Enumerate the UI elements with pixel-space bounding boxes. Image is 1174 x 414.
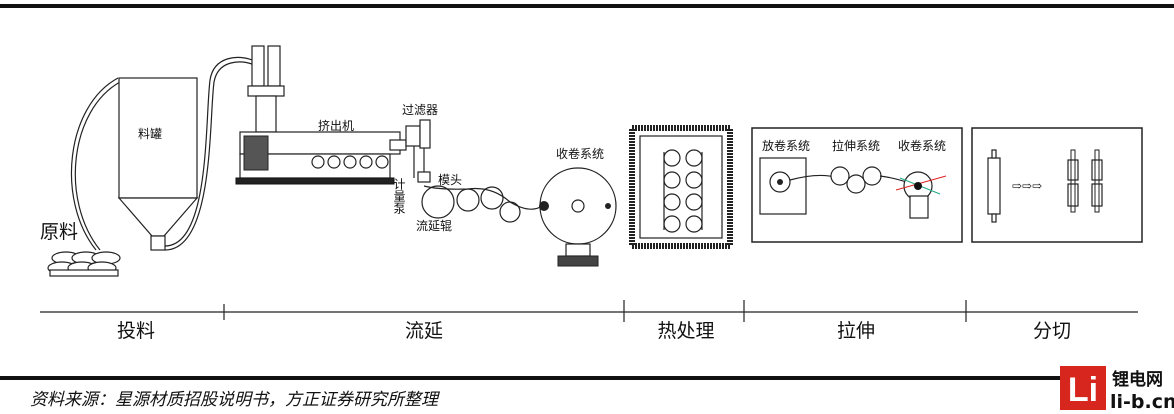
label-raw-material: 原料 bbox=[40, 221, 78, 243]
extruder bbox=[235, 45, 407, 185]
label-casting-roll: 流延辊 bbox=[416, 219, 452, 233]
label-die: 模头 bbox=[438, 173, 462, 187]
label-unwind: 放卷系统 bbox=[762, 138, 810, 153]
label-filter: 过滤器 bbox=[402, 103, 438, 117]
feed-pipe-right bbox=[164, 56, 253, 247]
label-metering-pump: 计量泵 bbox=[392, 178, 406, 214]
stage-heat-treatment: 热处理 bbox=[657, 320, 714, 342]
die bbox=[417, 171, 431, 183]
casting-rolls bbox=[421, 185, 543, 223]
hopper bbox=[117, 77, 199, 251]
source-note: 资料来源：星源材质招股说明书，方正证券研究所整理 bbox=[30, 390, 440, 410]
watermark-logo: Li bbox=[1060, 366, 1106, 410]
slitting-box: ⇨⇨⇨ bbox=[971, 127, 1143, 243]
label-extruder: 挤出机 bbox=[318, 118, 354, 133]
svg-text:⇨⇨⇨: ⇨⇨⇨ bbox=[1012, 179, 1042, 193]
feed-pipe-left bbox=[74, 81, 121, 251]
label-winder-cast: 收卷系统 bbox=[556, 146, 604, 161]
stage-stretching: 拉伸 bbox=[837, 320, 875, 342]
stage-feeding: 投料 bbox=[117, 320, 155, 342]
top-rule bbox=[0, 4, 1174, 8]
raw-material-pile bbox=[47, 251, 121, 277]
filter bbox=[405, 119, 431, 178]
label-hopper: 料罐 bbox=[138, 127, 162, 141]
heat-treatment-oven bbox=[629, 125, 733, 249]
label-stretch: 拉伸系统 bbox=[832, 138, 880, 153]
cast-winder bbox=[539, 167, 617, 267]
stretch-box bbox=[751, 127, 963, 243]
watermark-line1: 锂电网 bbox=[1112, 369, 1163, 390]
stage-slitting: 分切 bbox=[1033, 320, 1071, 342]
watermark-line2: li-b.cn bbox=[1110, 391, 1174, 413]
svg-text:Li: Li bbox=[1068, 371, 1098, 409]
label-winder-stretch: 收卷系统 bbox=[898, 138, 946, 153]
stage-casting: 流延 bbox=[405, 320, 443, 342]
bottom-rule bbox=[0, 376, 1060, 380]
